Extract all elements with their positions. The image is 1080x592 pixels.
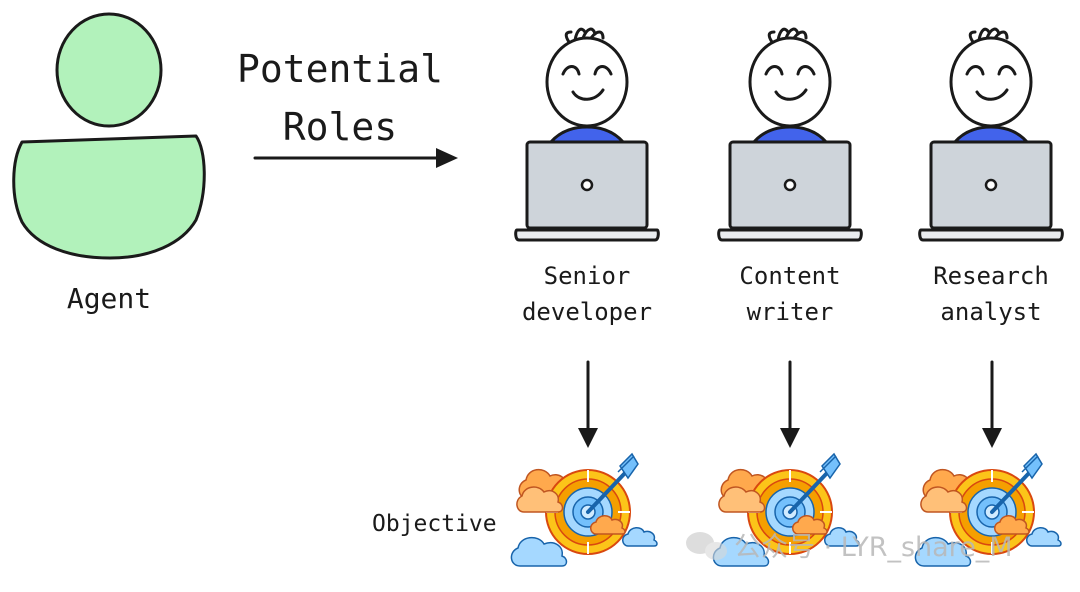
role-content-writer: Content writer — [711, 27, 863, 568]
developer-at-laptop-icon — [717, 27, 863, 242]
role-label-line1: Content — [739, 262, 840, 290]
role-label-line2: writer — [747, 298, 834, 326]
roles-arrow — [253, 148, 458, 168]
target-with-arrow-icon — [509, 452, 659, 568]
role-label-line2: developer — [522, 298, 652, 326]
role-label-line1: Research — [933, 262, 1049, 290]
agent-person-icon — [12, 12, 206, 260]
wechat-icon — [686, 532, 727, 560]
role-label-line1: Senior — [544, 262, 631, 290]
watermark-text: 公众号 · LYR_share_M — [734, 532, 1013, 563]
role-research-analyst: Research analyst — [913, 27, 1064, 568]
agent-label: Agent — [67, 282, 151, 315]
developer-at-laptop-icon — [918, 27, 1064, 242]
role-senior-developer: Senior developer — [509, 27, 660, 568]
roles-heading-line2: Roles — [283, 105, 397, 149]
role-to-objective-arrow — [780, 360, 800, 448]
developer-at-laptop-icon — [514, 27, 660, 242]
roles-heading-line1: Potential — [237, 47, 443, 91]
watermark: 公众号 · LYR_share_M — [686, 532, 1013, 563]
objective-label: Objective — [372, 511, 497, 537]
role-label-line2: analyst — [940, 298, 1041, 326]
role-to-objective-arrow — [578, 360, 598, 448]
role-to-objective-arrow — [982, 360, 1002, 448]
